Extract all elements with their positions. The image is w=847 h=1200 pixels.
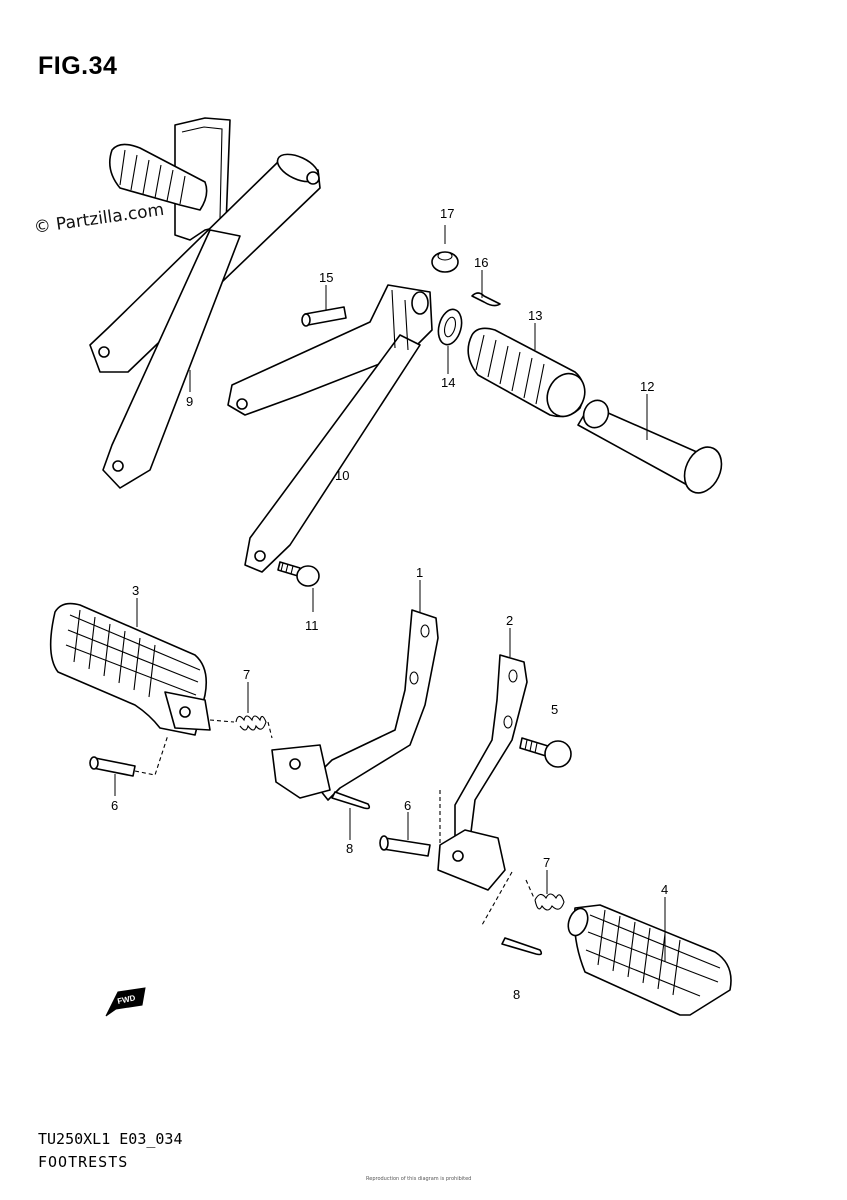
fwd-arrow-icon: FWD: [105, 987, 146, 1017]
part-16-cotter-pin[interactable]: [471, 292, 501, 307]
callout-8-right: 8: [513, 987, 520, 1002]
callout-7-right: 7: [543, 855, 550, 870]
callout-2: 2: [506, 613, 513, 628]
part-3-footrest[interactable]: [49, 602, 211, 736]
diagram-code: TU250XL1 E03_034: [38, 1130, 183, 1148]
callout-5: 5: [551, 702, 558, 717]
callout-7-left: 7: [243, 667, 250, 682]
part-10-bracket[interactable]: [227, 284, 433, 573]
callout-9: 9: [186, 394, 193, 409]
footer-fine-print: Reproduction of this diagram is prohibit…: [366, 1176, 472, 1182]
part-11-bolt[interactable]: [277, 561, 320, 587]
figure-title: FIG.34: [38, 52, 118, 80]
callout-15: 15: [319, 270, 333, 285]
part-8-cotter-pin-right[interactable]: [501, 937, 543, 956]
part-9-bracket[interactable]: [89, 117, 323, 489]
callout-14: 14: [441, 375, 455, 390]
part-5-bolt[interactable]: [519, 737, 572, 768]
part-1-bracket[interactable]: [271, 609, 439, 801]
callout-3: 3: [132, 583, 139, 598]
leader-lines: [114, 225, 666, 962]
part-6-pin-left[interactable]: [89, 734, 169, 777]
callout-10: 10: [335, 468, 349, 483]
callout-1: 1: [416, 565, 423, 580]
callout-6-left: 6: [111, 798, 118, 813]
callout-4: 4: [661, 882, 668, 897]
part-13-grip-rubber[interactable]: [467, 327, 591, 422]
callout-11: 11: [305, 618, 319, 633]
part-2-bracket[interactable]: [437, 654, 528, 891]
callouts: 17 15 16 13 14 12 9 10 11 3 1 2 7 5 6 8 …: [111, 206, 668, 1002]
callout-8-left: 8: [346, 841, 353, 856]
callout-6-right: 6: [404, 798, 411, 813]
part-8-cotter-pin-left[interactable]: [331, 791, 371, 810]
part-7-spring-left[interactable]: [209, 715, 273, 739]
callout-12: 12: [640, 379, 654, 394]
part-15-pin[interactable]: [301, 306, 347, 327]
part-14-washer[interactable]: [435, 307, 466, 347]
part-4-footrest[interactable]: [565, 904, 732, 1016]
part-12-sleeve[interactable]: [577, 396, 729, 499]
part-7-spring-right[interactable]: [481, 871, 565, 926]
diagram-section-name: FOOTRESTS: [38, 1153, 129, 1171]
part-6-pin-right[interactable]: [379, 835, 431, 857]
part-17-nut[interactable]: [431, 251, 459, 273]
callout-17: 17: [440, 206, 454, 221]
callout-13: 13: [528, 308, 542, 323]
callout-16: 16: [474, 255, 488, 270]
fwd-label: FWD: [117, 993, 137, 1006]
